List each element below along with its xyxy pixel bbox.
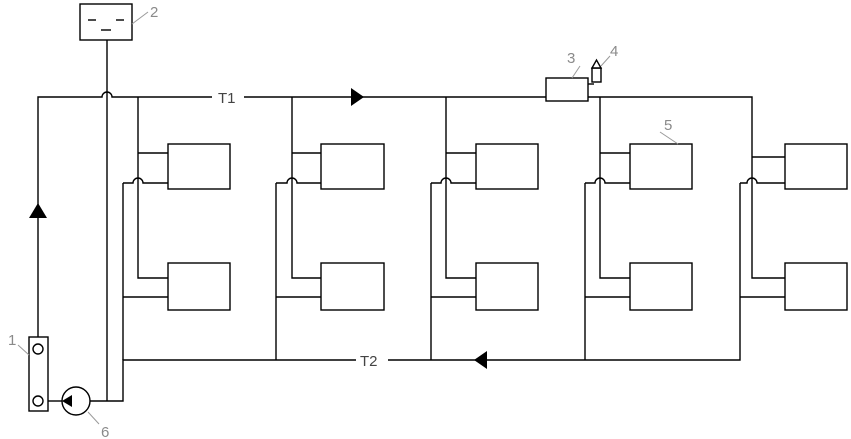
radiator [784, 143, 848, 190]
expansion-tank [79, 3, 133, 41]
callout-5: 5 [664, 117, 672, 134]
flow-arrow-up [29, 203, 47, 218]
radiator [475, 143, 539, 190]
radiator [167, 143, 231, 190]
flow-arrow-right [351, 88, 364, 106]
radiator [629, 143, 693, 190]
radiator [320, 262, 385, 311]
air-collector [545, 77, 594, 102]
radiator [629, 262, 693, 311]
supply-label: T1 [218, 90, 236, 107]
callout-2: 2 [150, 4, 158, 21]
air-vent [590, 58, 603, 83]
callout-1: 1 [8, 332, 16, 349]
return-label: T2 [360, 353, 378, 370]
radiator [167, 262, 231, 311]
main-pipework [37, 40, 753, 402]
radiator [475, 262, 539, 311]
callout-6: 6 [101, 424, 109, 439]
callouts: 2 1 6 3 4 5 [8, 4, 679, 439]
radiator [320, 143, 385, 190]
flow-arrow-left [474, 351, 487, 369]
pump [61, 386, 91, 416]
riser-group [123, 97, 785, 360]
radiators [167, 143, 848, 311]
heater [28, 336, 49, 412]
callout-3: 3 [567, 50, 575, 67]
radiator [784, 262, 848, 311]
callout-4: 4 [610, 43, 618, 60]
